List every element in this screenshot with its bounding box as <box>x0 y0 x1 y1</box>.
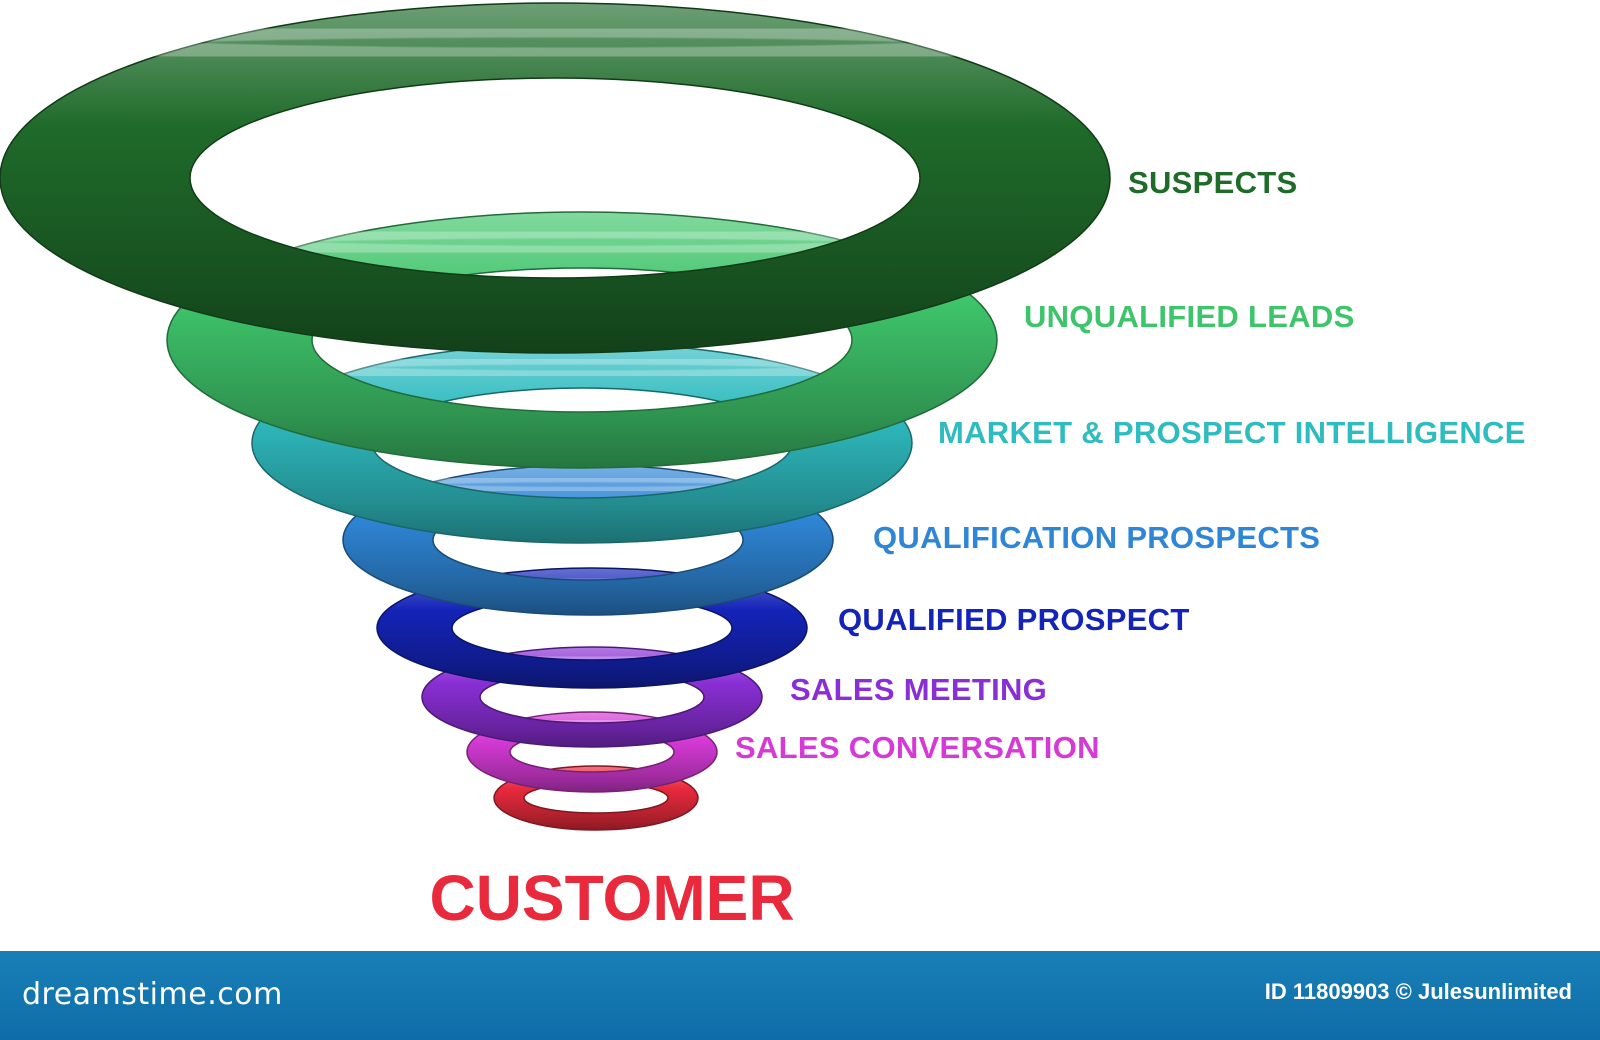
stage-label-1: SUSPECTS <box>1128 165 1298 200</box>
funnel-rings <box>0 2 1111 831</box>
watermark-bar: dreamstime.com ID 11809903 © Julesunlimi… <box>0 951 1600 1040</box>
funnel-ring-sheen-1 <box>87 22 1023 63</box>
stage-label-7: SALES CONVERSATION <box>735 730 1100 765</box>
customer-label: CUSTOMER <box>429 862 794 934</box>
watermark-site-text: dreamstime.com <box>22 977 283 1012</box>
stage-label-2: UNQUALIFIED LEADS <box>1024 299 1355 334</box>
stage-label-4: QUALIFICATION PROSPECTS <box>873 520 1320 555</box>
stage-label-5: QUALIFIED PROSPECT <box>838 602 1190 637</box>
stage-label-3: MARKET & PROSPECT INTELLIGENCE <box>938 415 1526 450</box>
stage-label-6: SALES MEETING <box>790 672 1047 707</box>
funnel-diagram: SUSPECTS UNQUALIFIED LEADS MARKET & PROSPE… <box>0 2 1525 934</box>
funnel-labels: SUSPECTS UNQUALIFIED LEADS MARKET & PROSPE… <box>429 165 1525 934</box>
watermark-id-text: ID 11809903 © Julesunlimited <box>1264 979 1572 1004</box>
